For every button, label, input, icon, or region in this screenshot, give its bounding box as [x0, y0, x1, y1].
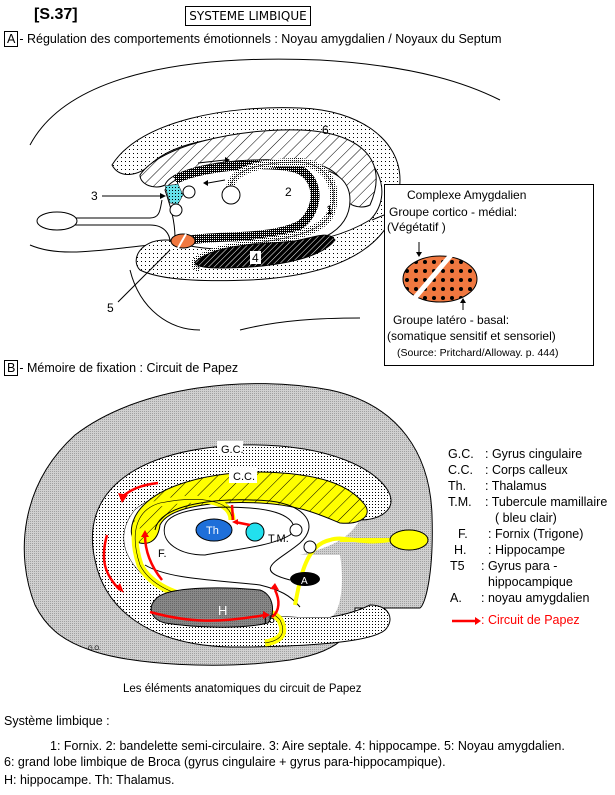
- label-1: 1: [326, 203, 333, 217]
- vegetative-label: (Végétatif ): [387, 220, 446, 234]
- circuit-arrow-hippocampus: [149, 610, 266, 622]
- cc-label-bg: [229, 468, 257, 483]
- author-initials: G.O.: [88, 646, 101, 652]
- label-3-arrowhead: [160, 193, 166, 199]
- limbic-system-diagram-a: 4 3 5 1 2 6: [29, 58, 501, 331]
- circuit-arrowhead-5: [141, 530, 149, 537]
- corpus-callosum: [130, 471, 368, 544]
- label-5: 5: [107, 301, 114, 315]
- circuit-legend: : Circuit de Papez: [452, 613, 612, 629]
- papez-legend: G.C.: Gyrus cingulaire C.C.: Corps calle…: [448, 447, 613, 607]
- circuit-arrowhead-1: [118, 493, 128, 503]
- thalamus-label: Th: [206, 525, 219, 537]
- footer-line-3: H: hippocampe. Th: Thalamus.: [4, 773, 175, 787]
- flow-arrow-2: [207, 179, 226, 184]
- label-4-bg: [250, 251, 261, 264]
- circuit-legend-label: : Circuit de Papez: [481, 613, 580, 627]
- legend-item-a: A.: noyau amygdalien: [450, 591, 590, 605]
- thalamus-contour-1: [163, 506, 295, 556]
- label-4: 4: [252, 251, 259, 265]
- circuit-arrow-fornix-up: [271, 589, 280, 618]
- footer-heading: Système limbique :: [4, 714, 110, 728]
- nuclei-divider: [411, 253, 453, 302]
- circuit-arrow-fornix-arc: [143, 534, 163, 581]
- olfactory-bulb: [36, 211, 78, 231]
- label-2: 2: [285, 185, 292, 199]
- brainstem-outline: [29, 244, 151, 253]
- section-a-heading: A- Régulation des comportements émotionn…: [4, 31, 502, 47]
- circuit-arrowhead-6: [232, 519, 238, 525]
- amygdala-complex-box: Complexe Amygdalien Groupe cortico - méd…: [384, 184, 594, 366]
- amygdala-nuclei-figure: [402, 242, 478, 310]
- circuit-arrow-thalamus-up: [230, 504, 235, 521]
- somatic-label: (somatique sensitif et sensoriel): [387, 329, 556, 343]
- mamillary-body: [221, 185, 241, 205]
- hemisphere-outline: [29, 58, 501, 146]
- amygdala-divider: [177, 233, 187, 249]
- section-b-heading: B- Mémoire de fixation : Circuit de Pape…: [4, 360, 238, 376]
- mamillary-circle-1: [289, 523, 303, 537]
- circuit-arrow-descending: [102, 534, 121, 591]
- amygdala: [290, 572, 320, 586]
- section-a-letter: A: [4, 31, 19, 47]
- latero-basal-arrowhead: [460, 298, 466, 303]
- fornix-edge: [134, 499, 284, 644]
- olfactory-bulb: [389, 529, 429, 551]
- fornix-label: F.: [158, 548, 167, 560]
- section-b-title: - Mémoire de fixation : Circuit de Papez: [19, 361, 239, 375]
- mamillary-circle-2: [303, 540, 317, 554]
- footer-line-1: 1: Fornix. 2: bandelette semi-circulaire…: [50, 739, 565, 753]
- temporal-outline: [129, 269, 361, 331]
- slide-reference: [S.37]: [34, 6, 78, 23]
- red-arrow-icon: [452, 617, 481, 625]
- label-3: 3: [91, 189, 98, 203]
- flow-arrow-1: [197, 159, 226, 164]
- stria-terminalis-2: [172, 160, 320, 245]
- thalamus-contour-2: [154, 499, 310, 581]
- septal-area: [164, 183, 184, 205]
- latero-basal-label: Groupe latéro - basal:: [393, 313, 510, 327]
- mamillary-body: [245, 522, 265, 542]
- circuit-arrowhead-3: [263, 611, 270, 619]
- amygdala-box-title: Complexe Amygdalien: [407, 188, 527, 202]
- small-nucleus: [169, 203, 183, 217]
- hippocampus-4: [194, 234, 336, 269]
- cc-label: C.C.: [233, 471, 255, 483]
- page-title: SYSTEME LIMBIQUE: [185, 6, 311, 26]
- figure-caption: Les éléments anatomiques du circuit de P…: [123, 683, 362, 695]
- label-6: 6: [322, 123, 329, 137]
- legend-item-cc: C.C.: Corps calleux: [448, 463, 568, 477]
- tm-label: T.M.: [268, 533, 289, 545]
- cortico-medial-label: Groupe cortico - médial:: [389, 205, 518, 219]
- hippocampus-label: H: [218, 603, 227, 618]
- section-b-letter: B: [4, 360, 19, 376]
- legend-item-h: H.: Hippocampe: [454, 543, 566, 557]
- legend-item-t5: T5: Gyrus para -: [450, 559, 558, 573]
- legend-item-gc: G.C.: Gyrus cingulaire: [448, 447, 583, 461]
- circuit-arrowhead-2: [116, 583, 124, 593]
- thalamus: [195, 518, 233, 542]
- circuit-arrowhead-4: [270, 583, 279, 590]
- legend-item-tm-note: ( bleu clair): [495, 511, 557, 525]
- gc-label: G.C.: [221, 444, 244, 456]
- amygdala-label: A: [301, 576, 308, 587]
- label-5-leader: [117, 249, 171, 303]
- footer-line-2: 6: grand lobe limbique de Broca (gyrus c…: [4, 755, 446, 769]
- legend-item-tm: T.M.: Tubercule mamillaire: [448, 495, 608, 509]
- legend-item-th: Th.: Thalamus: [448, 479, 547, 493]
- box-leader: [371, 214, 385, 221]
- flow-arrow-1-head: [225, 157, 230, 163]
- source-citation: (Source: Pritchard/Alloway. p. 444): [397, 347, 559, 359]
- olfactory-tract: [75, 199, 171, 243]
- flow-arrow-2-head: [203, 180, 208, 186]
- cortico-medial-arrowhead: [416, 252, 422, 257]
- anterior-commissure: [182, 185, 196, 199]
- papez-circuit-diagram: Th T.M. H A G.C. C.C. F. T5 G.O.: [23, 383, 433, 666]
- stria-terminalis: [144, 564, 301, 608]
- section-a-title: - Régulation des comportements émotionne…: [19, 32, 502, 46]
- legend-item-f: F.: Fornix (Trigone): [458, 527, 584, 541]
- legend-item-t5-cont: hippocampique: [488, 575, 573, 589]
- gc-label-bg: [217, 441, 243, 455]
